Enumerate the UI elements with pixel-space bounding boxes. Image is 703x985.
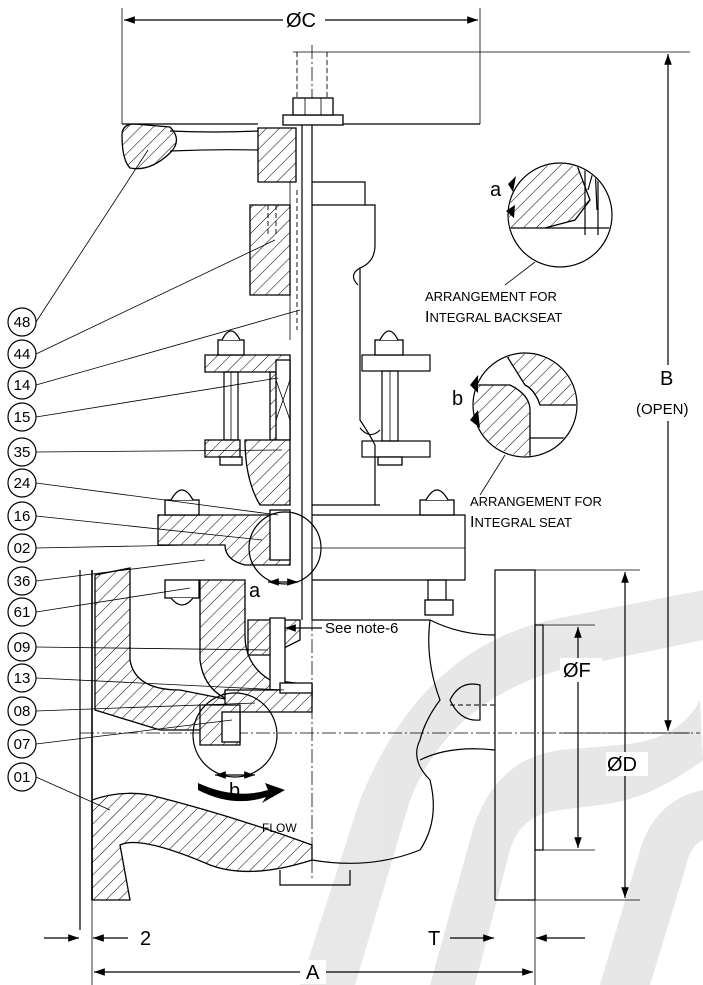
- callout-bubble: [7, 501, 37, 531]
- callout-bubble: [7, 762, 37, 792]
- callout-label-01: 01: [14, 769, 31, 786]
- callout-leader: [35, 149, 149, 323]
- detail-mark-a: a: [249, 580, 261, 602]
- callout-bubble: [7, 663, 37, 693]
- callout-leader: [35, 239, 276, 355]
- callout-label-14: 14: [14, 377, 31, 394]
- dim-od: ØD: [607, 754, 637, 776]
- dim-of: ØF: [563, 660, 591, 682]
- note-label: See note-6: [325, 620, 398, 637]
- svg-text:INTEGRAL SEAT: INTEGRAL SEAT: [470, 514, 572, 531]
- svg-text:ARRANGEMENT FOR: ARRANGEMENT FOR: [425, 289, 557, 304]
- disc-seat: [199, 617, 313, 746]
- gland-assembly: [204, 204, 291, 506]
- yoke: [312, 181, 381, 506]
- callout-leader: [35, 677, 285, 691]
- callout-label-08: 08: [14, 703, 31, 720]
- right-gland-bolt: [361, 330, 431, 466]
- detail-mark-b: b: [229, 780, 240, 802]
- callout-label-15: 15: [14, 409, 31, 426]
- callout-label-61: 61: [14, 604, 31, 621]
- callout-label-48: 48: [14, 314, 31, 331]
- callout-label-35: 35: [14, 444, 31, 461]
- stem: [289, 125, 313, 620]
- dim-oc: ØC: [286, 10, 316, 32]
- callout-bubble: [7, 632, 37, 662]
- callout-bubble: [7, 307, 37, 337]
- flow-arrow: FLOW: [198, 783, 297, 835]
- callout-leader: [35, 646, 269, 651]
- callout-label-44: 44: [14, 346, 31, 363]
- dimensions: ØC B (OPEN) ØD ØF A 2 T: [44, 8, 690, 985]
- dim-t: T: [428, 928, 440, 950]
- detail-backseat: a ARRANGEMENT FOR INTEGRAL BACKSEAT: [425, 162, 613, 326]
- watermark-logo: [300, 590, 703, 985]
- handwheel: [121, 51, 480, 183]
- callout-label-24: 24: [14, 475, 31, 492]
- callout-label-02: 02: [14, 540, 31, 557]
- svg-text:INTEGRAL BACKSEAT: INTEGRAL BACKSEAT: [425, 309, 562, 326]
- callout-leader: [35, 719, 233, 745]
- callout-leader: [35, 515, 263, 541]
- callout-label-13: 13: [14, 670, 31, 687]
- svg-text:FLOW: FLOW: [262, 821, 297, 835]
- callout-label-16: 16: [14, 508, 31, 525]
- dim-b-note: (OPEN): [636, 401, 689, 418]
- callout-leader: [35, 449, 283, 453]
- svg-text:ARRANGEMENT FOR: ARRANGEMENT FOR: [470, 494, 602, 509]
- callout-bubble: [7, 696, 37, 726]
- callout-leader: [35, 544, 191, 549]
- valve-body: [79, 567, 544, 930]
- callout-bubble: [7, 339, 37, 369]
- bonnet: [157, 489, 466, 616]
- callout-leader: [35, 482, 279, 516]
- callout-bubble: [7, 468, 37, 498]
- dim-2: 2: [140, 928, 151, 950]
- callout-bubble: [7, 370, 37, 400]
- callout-label-07: 07: [14, 736, 31, 753]
- callout-label-09: 09: [14, 639, 31, 656]
- callout-bubble: [7, 437, 37, 467]
- callout-leader: [35, 587, 191, 613]
- part-callouts: 48 44 14 15 35 24 16 02 36 61 09 13 08 07 01: [7, 149, 301, 811]
- callout-bubble: [7, 402, 37, 432]
- callout-leader: [35, 776, 111, 811]
- callout-bubble: [7, 566, 37, 596]
- callout-leader: [35, 559, 206, 582]
- callout-bubble: [7, 533, 37, 563]
- callout-leader: [35, 309, 301, 386]
- dim-a: A: [306, 962, 320, 984]
- svg-text:b: b: [452, 388, 463, 410]
- callout-leader: [35, 702, 256, 712]
- callout-bubble: [7, 729, 37, 759]
- callout-label-36: 36: [14, 573, 31, 590]
- detail-seat: b ARRANGEMENT FOR INTEGRAL SEAT: [452, 352, 602, 531]
- svg-text:a: a: [490, 179, 502, 201]
- callout-leader: [35, 377, 279, 418]
- callout-bubble: [7, 597, 37, 627]
- dim-b: B: [660, 368, 673, 390]
